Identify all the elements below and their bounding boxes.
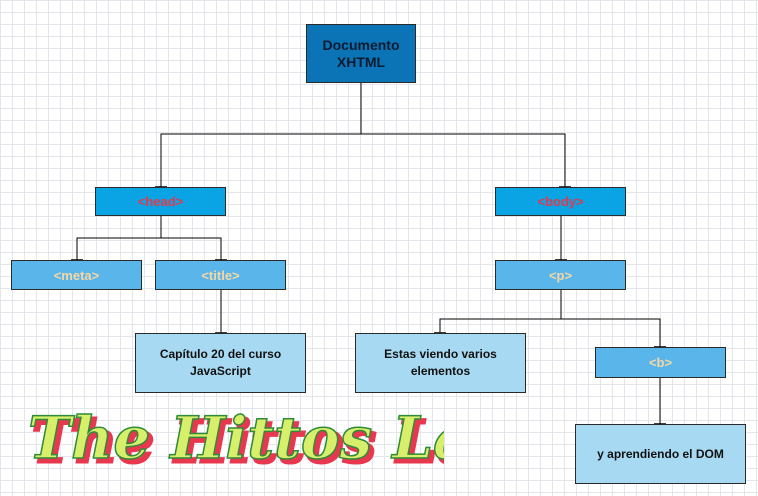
logo-text: The Hittos Lab <box>28 404 444 472</box>
node-body[interactable]: <body> <box>495 187 626 216</box>
node-b-text[interactable]: y aprendiendo el DOM <box>575 424 746 484</box>
edge-root-body <box>361 133 566 187</box>
node-title-text[interactable]: Capítulo 20 del curso JavaScript <box>135 333 306 393</box>
edge-p-text <box>439 290 562 333</box>
edge-head-meta <box>76 216 162 260</box>
hittos-lab-logo: The Hittos Lab The Hittos Lab <box>27 403 444 477</box>
node-p[interactable]: <p> <box>495 260 626 290</box>
edge-head-title <box>161 237 222 260</box>
node-head[interactable]: <head> <box>95 187 226 216</box>
edge-p-b <box>561 318 661 347</box>
logo-shadow: The Hittos Lab <box>32 408 444 476</box>
node-p-text[interactable]: Estas viendo varios elementos <box>355 333 526 393</box>
node-b[interactable]: <b> <box>595 347 726 378</box>
node-title[interactable]: <title> <box>155 260 286 290</box>
node-meta[interactable]: <meta> <box>11 260 142 290</box>
edge-root-head <box>160 83 362 187</box>
node-documento-xhtml[interactable]: Documento XHTML <box>306 24 416 83</box>
